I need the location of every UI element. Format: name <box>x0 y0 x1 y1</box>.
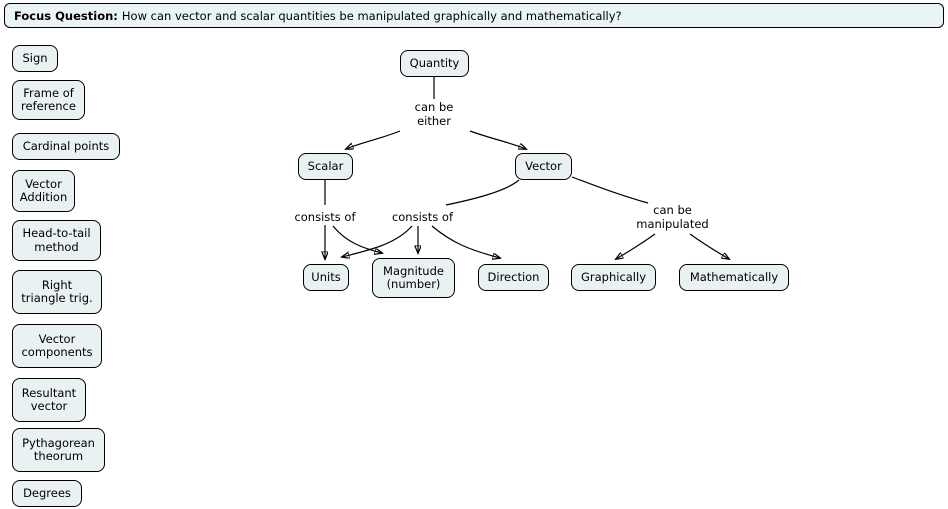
edge-vector-consistsof <box>445 179 520 206</box>
term-box-resultant-vector[interactable]: Resultant vector <box>12 378 86 422</box>
term-box-sign[interactable]: Sign <box>12 45 58 72</box>
edge-canbemanipulated-graphically <box>616 233 656 259</box>
term-box-cardinal-points[interactable]: Cardinal points <box>12 133 120 160</box>
edge-canbeeither-vector <box>469 130 526 149</box>
concept-node-vector[interactable]: Vector <box>515 153 572 180</box>
term-box-degrees[interactable]: Degrees <box>12 480 82 507</box>
term-box-frame-of-reference[interactable]: Frame of reference <box>12 80 85 120</box>
link-label-can-be-manipulated[interactable]: can be manipulated <box>636 203 709 231</box>
edge-consistsofscalar-magnitude <box>332 225 382 253</box>
edge-vector-canbemanipulated <box>571 176 649 204</box>
focus-question-banner: Focus Question: How can vector and scala… <box>4 3 944 28</box>
concept-node-scalar[interactable]: Scalar <box>298 153 353 180</box>
concept-node-quantity[interactable]: Quantity <box>400 50 469 77</box>
concept-node-graphically[interactable]: Graphically <box>571 264 656 291</box>
edge-consistsofvector-direction <box>431 225 500 258</box>
edge-consistsofvector-units <box>342 225 413 257</box>
term-box-pythagorean-theorum[interactable]: Pythagorean theorum <box>12 428 105 472</box>
term-box-right-triangle-trig[interactable]: Right triangle trig. <box>12 270 102 314</box>
concept-node-direction[interactable]: Direction <box>478 264 549 291</box>
link-label-consists-of-vector[interactable]: consists of <box>391 210 454 224</box>
focus-question-label: Focus Question: <box>14 8 118 23</box>
edge-canbemanipulated-mathematically <box>689 233 729 259</box>
concept-node-units[interactable]: Units <box>303 264 349 291</box>
focus-question-text: How can vector and scalar quantities be … <box>121 8 622 23</box>
term-box-vector-addition[interactable]: Vector Addition <box>12 170 75 212</box>
link-label-can-be-either[interactable]: can be either <box>414 100 454 128</box>
concept-node-magnitude[interactable]: Magnitude (number) <box>372 258 455 298</box>
term-box-vector-components[interactable]: Vector components <box>12 324 102 368</box>
edge-canbeeither-scalar <box>346 130 401 149</box>
link-label-consists-of-scalar[interactable]: consists of <box>294 210 356 224</box>
concept-node-mathematically[interactable]: Mathematically <box>679 264 789 291</box>
term-box-head-to-tail-method[interactable]: Head-to-tail method <box>12 220 101 261</box>
